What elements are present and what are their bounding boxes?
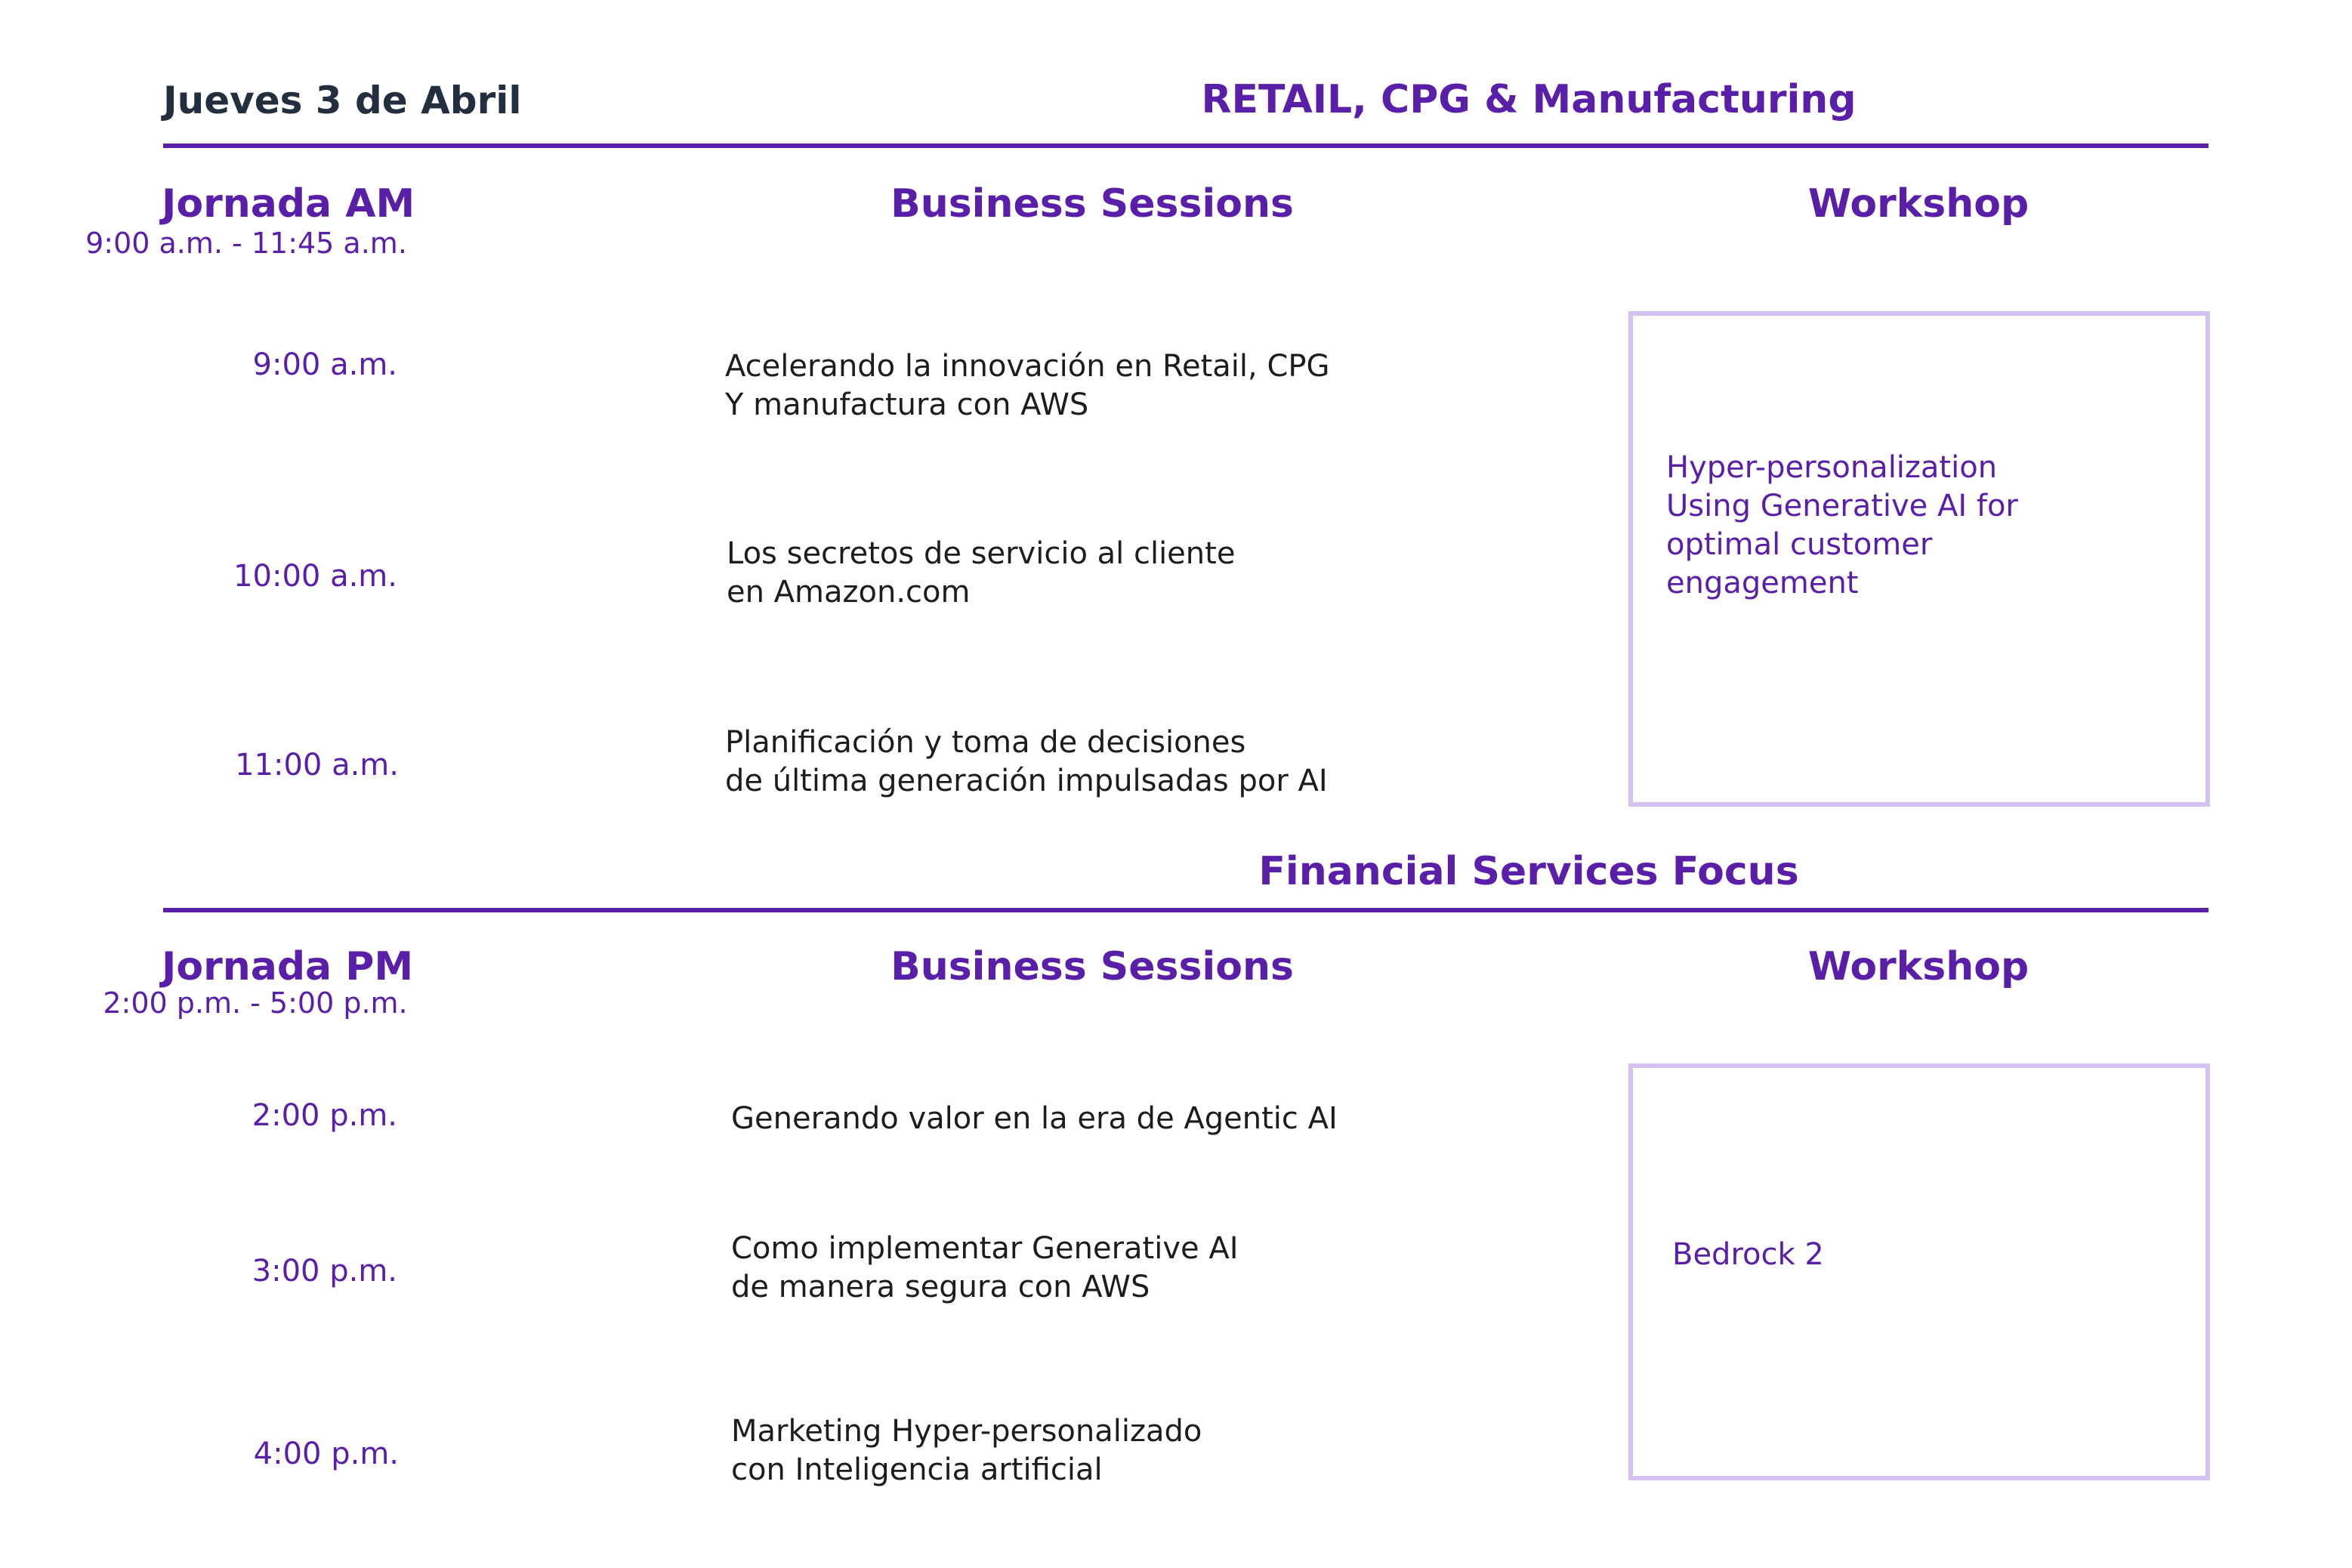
workshop-box-pm xyxy=(1628,1063,2210,1480)
jornada-pm-title: Jornada PM xyxy=(162,944,414,989)
workshop-heading-am: Workshop xyxy=(1807,181,2029,227)
session-title: Marketing Hyper-personalizado con Inteli… xyxy=(731,1414,1202,1487)
session-time: 4:00 p.m. xyxy=(253,1437,399,1471)
session-title: Acelerando la innovación en Retail, CPG … xyxy=(725,349,1330,422)
event-date: Jueves 3 de Abril xyxy=(163,79,522,122)
workshop-title-am: Hyper-personalization Using Generative A… xyxy=(1666,450,2018,600)
jornada-am-title: Jornada AM xyxy=(162,181,415,227)
session-title: Como implementar Generative AI de manera… xyxy=(731,1231,1239,1304)
workshop-title-pm: Bedrock 2 xyxy=(1672,1237,1824,1272)
jornada-am-range: 9:00 a.m. - 11:45 a.m. xyxy=(85,227,407,260)
divider-pm xyxy=(163,908,2208,912)
session-time: 10:00 a.m. xyxy=(233,559,397,594)
track-title-financial: Financial Services Focus xyxy=(1258,849,1799,894)
session-title: Planificación y toma de decisiones de úl… xyxy=(725,725,1328,798)
divider-am xyxy=(163,144,2208,148)
session-title: Los secretos de servicio al cliente en A… xyxy=(727,536,1236,610)
session-time: 2:00 p.m. xyxy=(252,1098,397,1133)
workshop-box-am xyxy=(1628,311,2210,807)
workshop-heading-pm: Workshop xyxy=(1807,944,2029,989)
track-title-retail: RETAIL, CPG & Manufacturing xyxy=(1201,77,1857,122)
session-time: 3:00 p.m. xyxy=(252,1254,397,1289)
business-sessions-heading-pm: Business Sessions xyxy=(890,944,1294,989)
business-sessions-heading-am: Business Sessions xyxy=(890,181,1294,227)
session-time: 9:00 a.m. xyxy=(252,347,397,382)
jornada-pm-range: 2:00 p.m. - 5:00 p.m. xyxy=(103,986,408,1020)
session-title: Generando valor en la era de Agentic AI xyxy=(731,1101,1338,1136)
session-time: 11:00 a.m. xyxy=(235,748,399,782)
